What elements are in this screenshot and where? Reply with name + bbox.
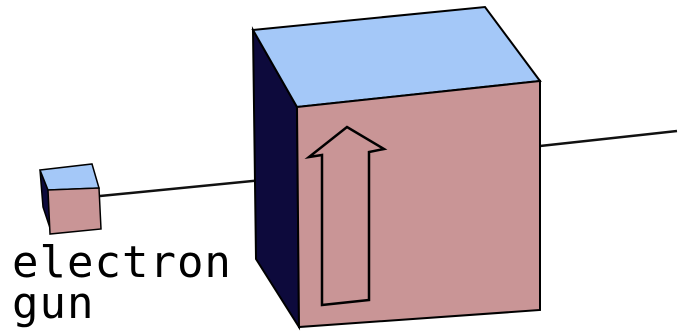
- electron-beam-line-in: [99, 176, 284, 198]
- electron-gun-cube: [38, 163, 102, 235]
- electron-gun-front-face: [47, 187, 102, 235]
- field-region-box: [251, 5, 542, 331]
- electron-beam-line-out: [539, 129, 678, 148]
- electron-gun-label-line1: electron: [12, 237, 232, 288]
- upward-arrow-icon: [304, 125, 388, 307]
- electron-gun-top-face: [38, 163, 100, 191]
- electron-gun-label-line2: gun: [12, 278, 94, 329]
